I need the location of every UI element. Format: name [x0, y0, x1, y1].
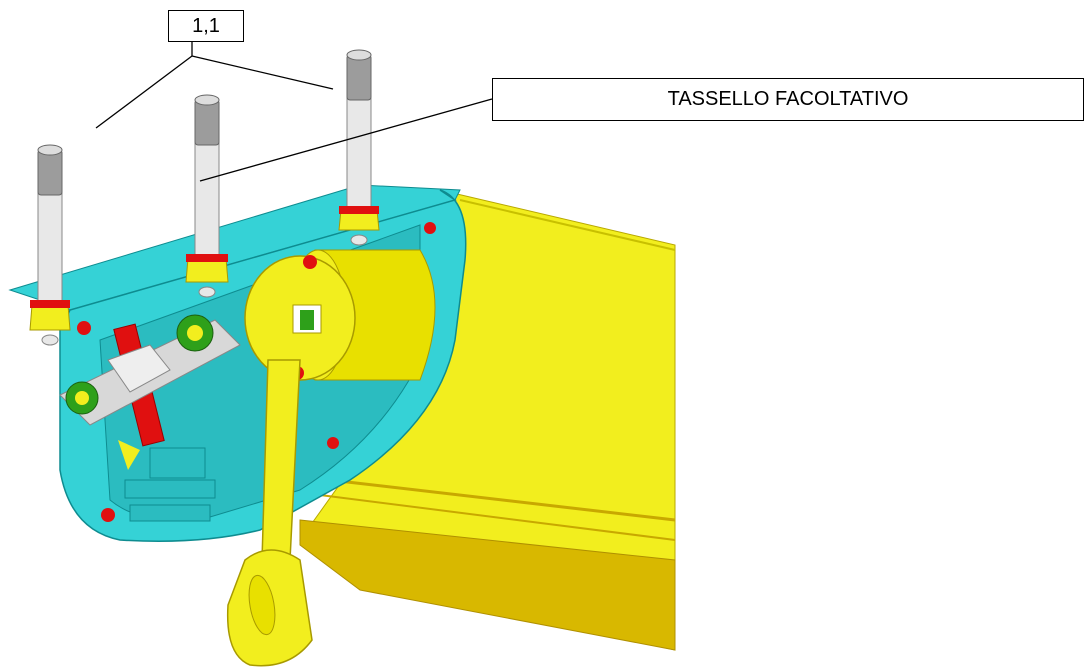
yellow-housing — [299, 189, 676, 651]
stud-left — [29, 144, 71, 346]
leader-lines — [95, 42, 493, 182]
leader-qty-right — [191, 55, 334, 90]
optional-insert-label: TASSELLO FACOLTATIVO — [667, 88, 909, 110]
leader-qty-left — [95, 55, 193, 129]
quantity-label: 1,1 — [192, 14, 220, 37]
linkage-bar — [59, 314, 241, 426]
stud-middle — [185, 94, 229, 298]
quantity-callout: 1,1 — [168, 10, 244, 42]
leader-insert — [199, 98, 493, 182]
stud-right — [338, 49, 380, 246]
lever-arm — [226, 255, 356, 667]
optional-insert-callout: TASSELLO FACOLTATIVO — [492, 78, 1084, 121]
slot-features — [118, 440, 216, 522]
